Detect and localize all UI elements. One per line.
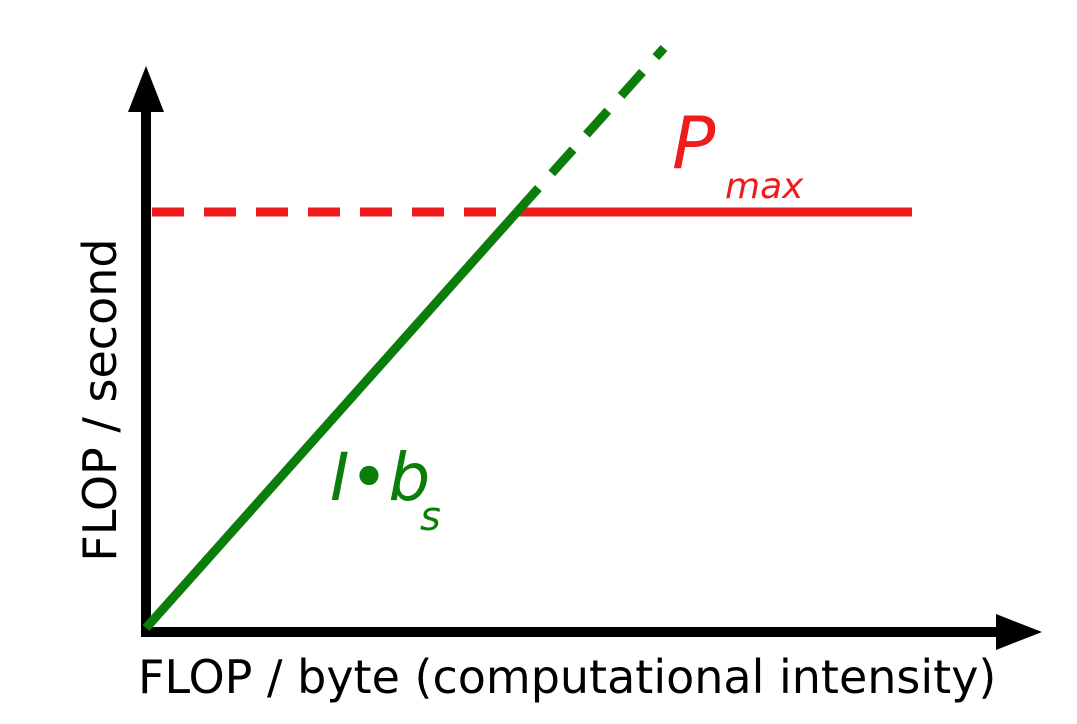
bandwidth-slope-label: I•b: [330, 439, 430, 516]
peak-performance-label: P: [672, 101, 716, 185]
x-axis-label: FLOP / byte (computational intensity): [138, 650, 996, 704]
bandwidth-slope-subscript: s: [420, 494, 441, 540]
bandwidth-slope-line: [142, 209, 521, 631]
peak-performance-subscript: max: [725, 166, 804, 207]
x-axis-arrowhead: [996, 614, 1042, 650]
y-axis-arrowhead: [128, 66, 164, 112]
y-axis-label: FLOP / second: [73, 238, 127, 561]
bandwidth-slope-dashed-line: [513, 44, 668, 216]
